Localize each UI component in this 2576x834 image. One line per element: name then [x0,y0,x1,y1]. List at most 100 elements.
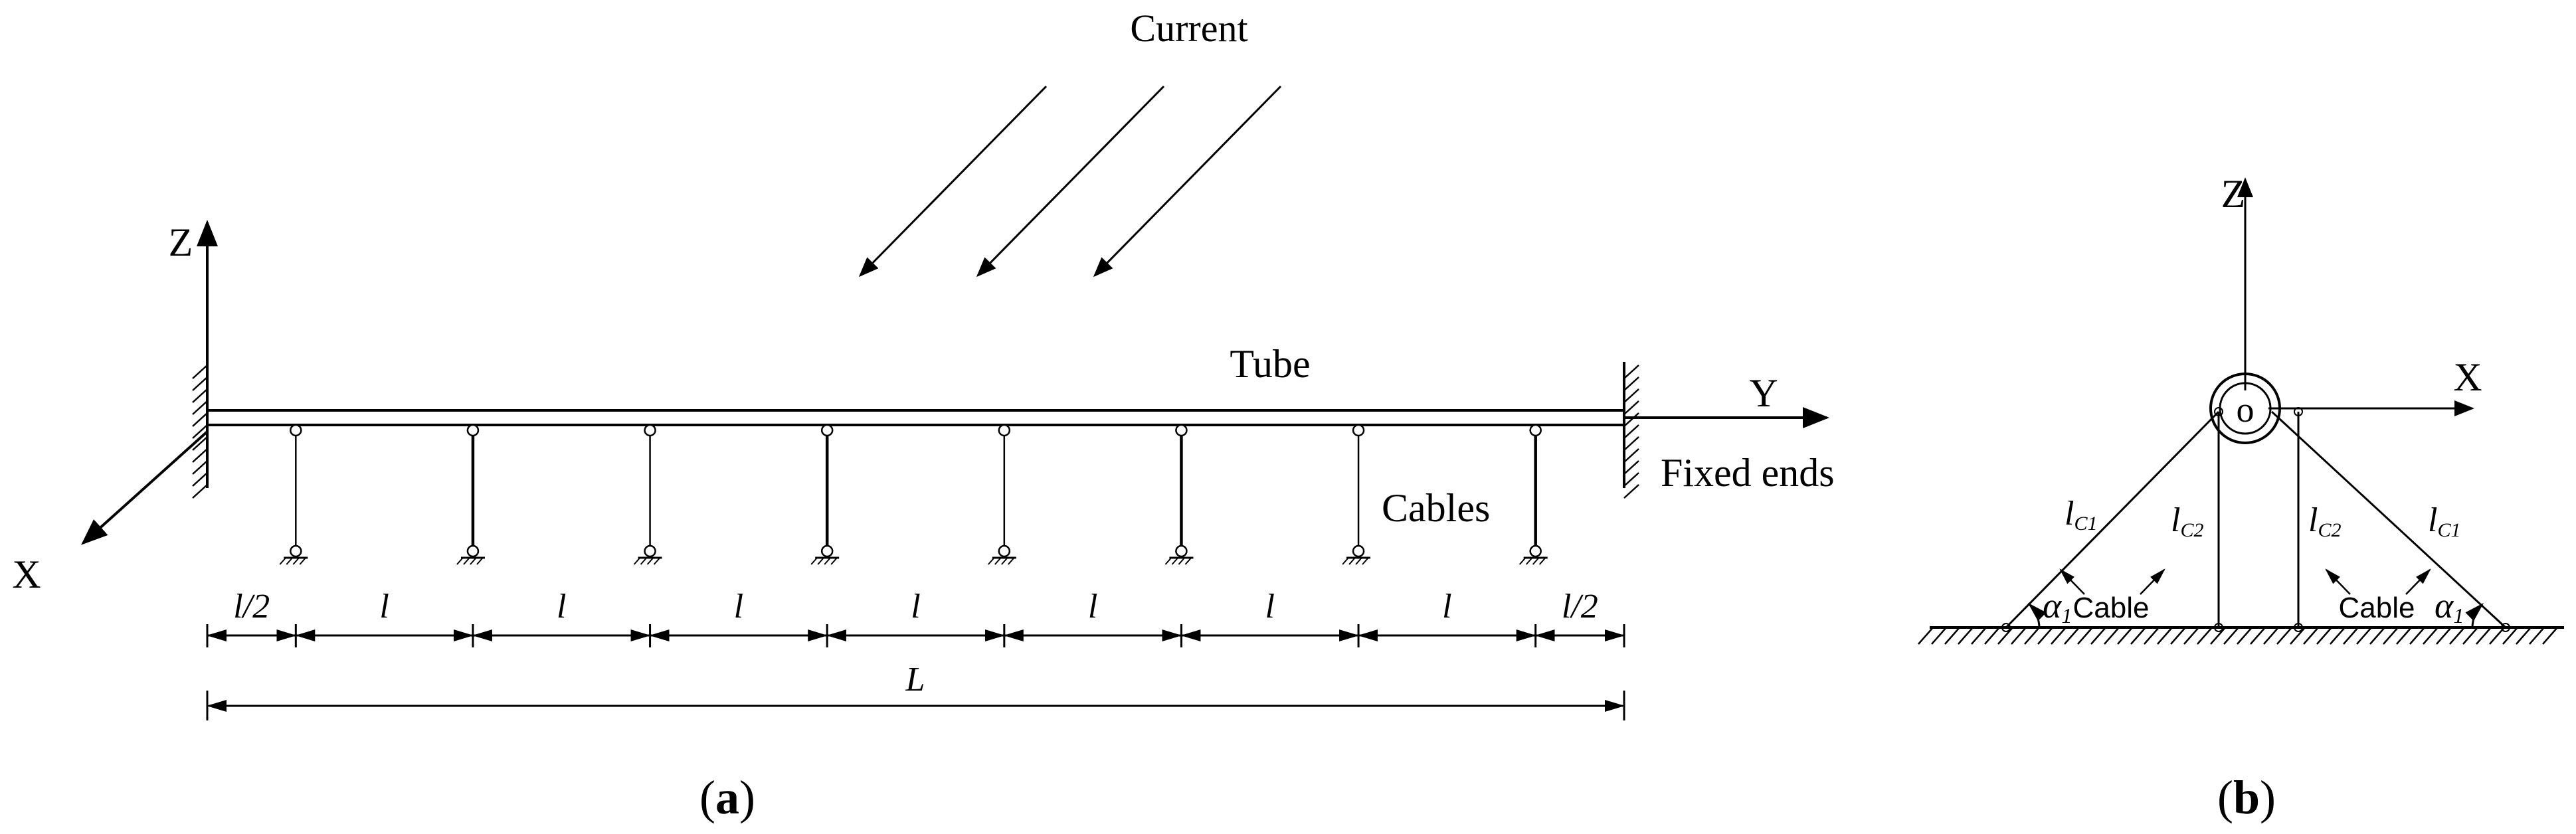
hatch-mark [2250,627,2266,645]
hatch-mark [470,558,476,565]
anchor-lc2-left [2214,623,2223,632]
cable-top-node [1529,424,1542,437]
caption-b-letter: b [2233,771,2260,824]
hatch-mark [2011,627,2027,645]
left-wall-hatch [192,365,208,499]
hatch-mark [2436,627,2452,645]
hatch-mark [1623,436,1639,451]
hatch-mark [817,558,824,565]
hatch-mark [279,558,286,565]
fixed-ends-label: Fixed ends [1661,451,1835,495]
anchor-lc1-left [2001,623,2011,632]
hatch-mark [824,558,830,565]
cable-label-right: Cable [2339,592,2415,624]
cable-lc1-left [2005,410,2220,629]
attach-right [2294,407,2303,416]
hatch-mark [2117,627,2133,645]
b-x-axis-label: X [2453,355,2482,399]
hatch-mark [2369,627,2385,645]
tube-label: Tube [1230,342,1310,386]
hatch-mark [994,558,1001,565]
hatch-mark [476,558,483,565]
cable-top-node [1175,424,1188,437]
hatch-mark [2130,627,2146,645]
x-axis-label: X [12,552,41,596]
hatch-mark [2037,627,2053,645]
hatch-mark [1623,388,1639,403]
hatch-mark [2356,627,2372,645]
label-lc1-left: lC1 [2065,495,2097,535]
hatch-mark [1623,412,1639,427]
right-wall-hatch [1623,365,1639,499]
hatch-mark [1362,558,1368,565]
cable-top-node [998,424,1011,437]
total-length-label: L [905,661,925,699]
hatch-mark [2489,627,2505,645]
cable-bottom-node [998,544,1011,558]
hatch-mark [1184,558,1192,565]
cable-top-node [1352,424,1365,437]
span-label: l [1442,588,1451,626]
panel-b: Z X o lC1 lC2 lC2 lC1 Cable Cable [1918,172,2564,824]
cable-bottom-node [1352,544,1365,558]
hatch-mark [1623,484,1639,499]
hatch-mark [1623,472,1639,487]
hatch-mark [1623,424,1639,439]
current-label: Current [1130,7,1247,50]
hatch-mark [2449,627,2465,645]
hatch-mark [192,400,208,415]
cable-top-node [466,424,480,437]
hatch-mark [1918,627,1934,645]
hatch-mark [463,558,470,565]
hatch-mark [2516,627,2531,645]
hatch-mark [1623,460,1639,475]
hatch-mark [2237,627,2253,645]
hatch-mark [2024,627,2040,645]
hatch-mark [988,558,994,565]
cable-lc1-right [2270,410,2507,629]
cable-bottom-node [820,544,834,558]
hatch-mark [2343,627,2359,645]
hatch-mark [2104,627,2120,645]
hatch-mark [1623,365,1639,379]
hatch-mark [1518,558,1526,565]
cable-top-node [644,424,656,437]
span-label-half: l/2 [1562,588,1598,626]
hatch-mark [2542,627,2558,645]
current-arrow-2 [976,85,1165,278]
angle-arc-right [2465,602,2484,628]
x-axis-line [81,430,209,545]
ground-hatch [1918,627,2558,645]
hatch-mark [192,376,208,391]
span-label: l [911,588,920,626]
cable-top-node [820,424,834,437]
hatch-mark [2170,627,2186,645]
hatch-mark [456,558,463,565]
hatch-mark [830,558,837,565]
cable-bottom-node [644,544,656,558]
label-lc1-right: lC1 [2428,501,2460,541]
anchor-lc1-right [2501,623,2510,632]
span-label: l [1265,588,1275,626]
hatch-mark [1171,558,1178,565]
hatch-mark [292,558,300,565]
hatch-mark [2409,627,2425,645]
hatch-mark [192,460,208,475]
cable-bottom-node [290,544,302,558]
hatch-mark [2183,627,2199,645]
cables-group [279,424,1548,565]
span-label: l [379,588,389,626]
anchor-lc2-right [2294,623,2303,632]
hatch-mark [2051,627,2067,645]
angle-label-right: α1 [2435,586,2464,627]
hatch-mark [2290,627,2306,645]
angle-label-left: α1 [2043,586,2072,627]
span-label: l [734,588,743,626]
hatch-mark [1623,376,1639,391]
hatch-mark [2330,627,2346,645]
hatch-mark [2303,627,2319,645]
hatch-mark [2197,627,2213,645]
cable-pointer-right-2 [2405,568,2431,595]
